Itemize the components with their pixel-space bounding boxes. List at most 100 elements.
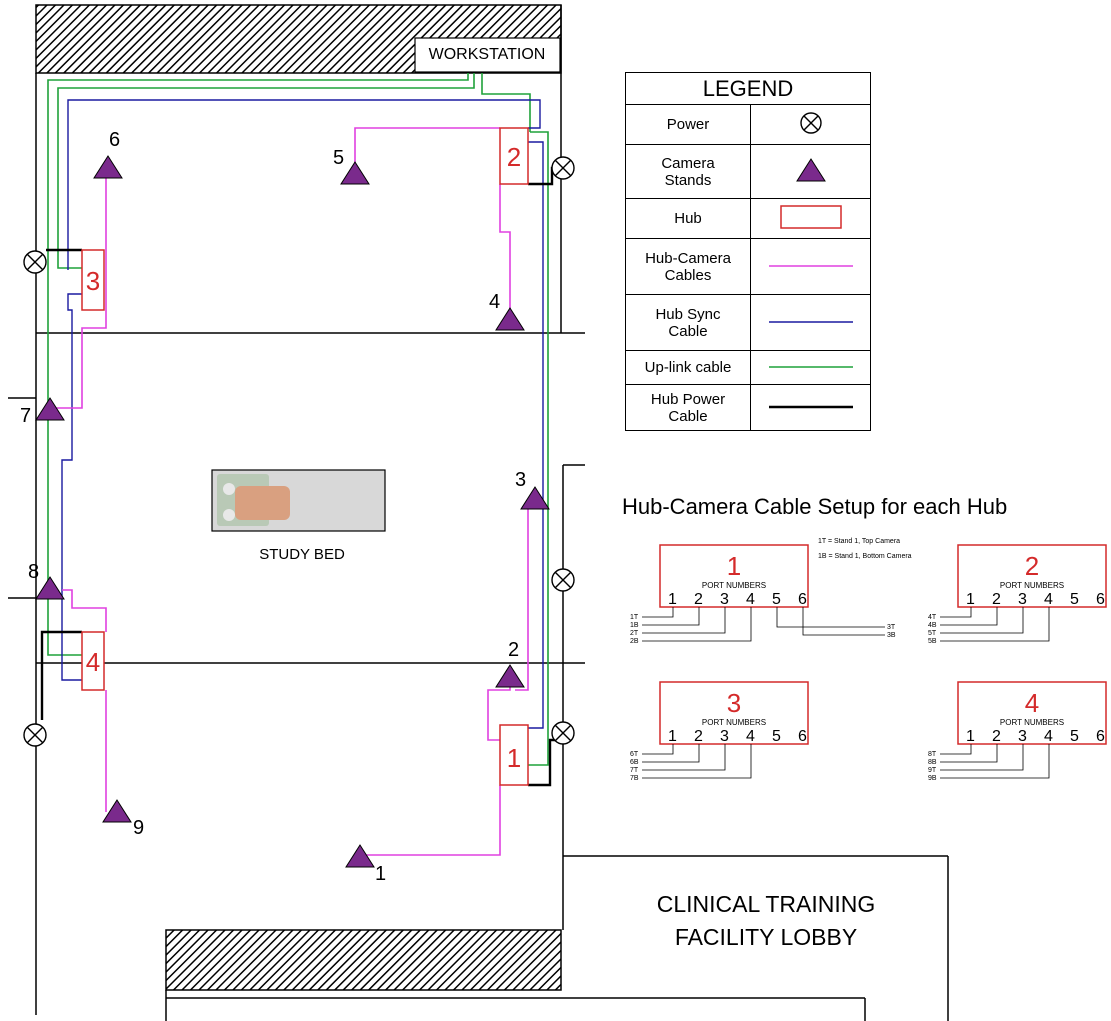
hub-icon <box>779 204 842 229</box>
setup-note-2: 1B = Stand 1, Bottom Camera <box>818 553 912 560</box>
setup-cable-label: 8T <box>928 751 937 758</box>
setup-cable-line <box>802 607 885 636</box>
setup-hub-number-4: 4 <box>1025 688 1039 718</box>
legend-symbol-hub-camera-cables <box>750 238 871 295</box>
uplink-cables <box>47 73 549 766</box>
port-numbers-label: PORT NUMBERS <box>1000 718 1064 727</box>
port-number-3: 3 <box>1018 591 1027 608</box>
uplink-cable-line-icon <box>768 366 853 368</box>
legend-label-hub-power-cable: Hub Power Cable <box>625 384 751 431</box>
camera-stand-labels: 1 2 3 4 5 6 7 8 9 <box>20 129 526 885</box>
setup-cable-label: 3T <box>887 624 896 631</box>
port-number-1: 1 <box>668 728 677 745</box>
port-number-5: 5 <box>772 728 781 745</box>
port-number-3: 3 <box>1018 728 1027 745</box>
setup-cable-line <box>940 607 1024 634</box>
legend-label-camera-stands: Camera Stands <box>625 144 751 199</box>
svg-text:6: 6 <box>109 129 120 151</box>
port-number-5: 5 <box>772 591 781 608</box>
power-icon <box>551 156 575 180</box>
port-number-6: 6 <box>1096 591 1105 608</box>
setup-hub-box-2 <box>957 544 1107 608</box>
port-number-1: 1 <box>668 591 677 608</box>
svg-text:1: 1 <box>375 863 386 885</box>
legend-title: LEGEND <box>625 72 871 105</box>
svg-text:1: 1 <box>507 743 521 773</box>
port-number-2: 2 <box>992 591 1001 608</box>
power-icon <box>23 250 47 274</box>
svg-text:5: 5 <box>333 147 344 169</box>
camera-stand-2 <box>495 664 525 688</box>
power-icon <box>799 111 822 134</box>
camera-stands <box>35 155 550 868</box>
camera-stand-8 <box>35 576 65 600</box>
setup-cable-label: 7T <box>630 767 639 774</box>
port-number-1: 1 <box>966 728 975 745</box>
setup-cable-label: 5T <box>928 630 937 637</box>
camera-stand-7 <box>35 397 65 421</box>
power-cable-line-icon <box>768 405 853 409</box>
port-numbers-label: PORT NUMBERS <box>1000 581 1064 590</box>
camera-stand-icon <box>795 157 826 181</box>
svg-text:2: 2 <box>508 639 519 661</box>
legend-symbol-uplink-cable <box>750 350 871 385</box>
hub-1: 1 <box>499 724 529 786</box>
svg-text:3: 3 <box>86 266 100 296</box>
port-number-2: 2 <box>992 728 1001 745</box>
port-number-6: 6 <box>798 591 807 608</box>
svg-text:4: 4 <box>489 291 500 313</box>
port-numbers-label: PORT NUMBERS <box>702 581 766 590</box>
setup-cable-line <box>642 607 674 618</box>
port-number-1: 1 <box>966 591 975 608</box>
setup-hub-number-1: 1 <box>727 551 741 581</box>
legend-label-hub: Hub <box>625 198 751 239</box>
setup-cable-line <box>642 744 752 779</box>
setup-cable-line <box>940 607 972 618</box>
setup-cable-line <box>940 607 998 626</box>
setup-hub-box-3 <box>659 681 809 745</box>
hub-4: 4 <box>81 631 105 691</box>
port-number-5: 5 <box>1070 728 1079 745</box>
workstation-box <box>414 37 561 73</box>
setup-cable-label: 4B <box>928 622 937 629</box>
svg-text:3: 3 <box>515 469 526 491</box>
port-number-2: 2 <box>694 591 703 608</box>
study-bed <box>211 469 386 532</box>
port-numbers-label: PORT NUMBERS <box>702 718 766 727</box>
setup-cable-label: 8B <box>928 759 937 766</box>
port-number-6: 6 <box>798 728 807 745</box>
legend-symbol-camera-stands <box>750 144 871 199</box>
setup-cable-label: 3B <box>887 632 896 639</box>
port-number-4: 4 <box>1044 728 1053 745</box>
camera-cables <box>56 127 535 856</box>
port-number-5: 5 <box>1070 591 1079 608</box>
camera-stand-5 <box>340 161 370 185</box>
port-number-4: 4 <box>746 591 755 608</box>
port-number-4: 4 <box>746 728 755 745</box>
svg-text:8: 8 <box>28 561 39 583</box>
setup-cable-label: 1T <box>630 614 639 621</box>
setup-cable-line <box>940 744 998 763</box>
setup-cable-line <box>940 744 1050 779</box>
setup-hub-box-4 <box>957 681 1107 745</box>
setup-cable-label: 2B <box>630 638 639 645</box>
setup-cable-label: 7B <box>630 775 639 782</box>
camera-stand-6 <box>93 155 123 179</box>
power-icon <box>23 723 47 747</box>
legend: LEGEND Power Camera Stands Hub Hub-Camer… <box>625 72 871 431</box>
setup-cable-line <box>642 744 726 771</box>
setup-cable-line <box>642 607 752 642</box>
camera-cable-line-icon <box>768 265 853 267</box>
setup-cable-line <box>940 607 1050 642</box>
setup-cable-label: 9B <box>928 775 937 782</box>
svg-text:7: 7 <box>20 405 31 427</box>
setup-cable-line <box>642 744 674 755</box>
legend-symbol-power <box>750 104 871 145</box>
setup-hub-number-3: 3 <box>727 688 741 718</box>
svg-text:9: 9 <box>133 817 144 839</box>
setup-cable-line <box>642 607 726 634</box>
setup-cable-label: 6B <box>630 759 639 766</box>
setup-cable-label: 9T <box>928 767 937 774</box>
legend-label-power: Power <box>625 104 751 145</box>
